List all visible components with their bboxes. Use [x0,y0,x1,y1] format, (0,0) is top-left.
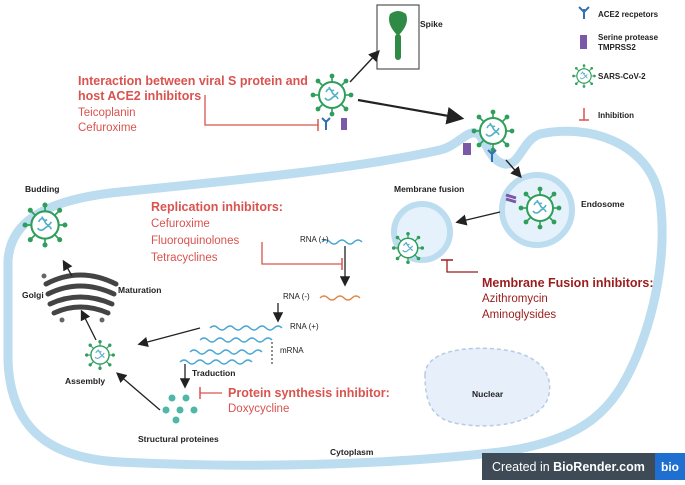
rna-positive-strands [179,325,283,365]
ace2-inhibitors-title-1: Interaction between viral S protein and [78,74,308,88]
rna-negative-strand [319,295,361,301]
endosome-tmprss2-icon [505,193,517,204]
protein-synthesis-title: Protein synthesis inhibitor: [228,386,390,400]
rna-positive-strand-1 [321,239,363,245]
fusion-virus-icon [391,231,425,265]
budding-virus-icon [21,201,69,249]
structural-proteins-icon [162,394,198,424]
legend-ace2-icon [578,6,590,19]
rna-plus-label-1: RNA (+) [300,235,329,244]
entry-ace2-icon [487,149,497,162]
entry-virus-icon [470,108,516,154]
golgi-label: Golgi [22,290,44,300]
assembly-label: Assembly [65,376,106,386]
assembly-virus-icon [84,339,116,371]
ace2-drug-2: Cefuroxime [78,122,137,134]
ace2-inhibitors-title-2: host ACE2 inhibitors [78,89,202,103]
legend-tmprss2-label-1: Serine protease [598,33,659,42]
rna-minus-label: RNA (-) [283,292,310,301]
replication-inhibitors-title: Replication inhibitors: [151,200,283,214]
mrna-label: mRNA [280,346,304,355]
golgi-icon [43,272,119,316]
replication-drug-1: Cefuroxime [151,218,210,230]
fusion-inhibitors-title: Membrane Fusion inhibitors: [482,276,654,290]
nuclear-label: Nuclear [472,389,504,399]
legend-ace2-label: ACE2 recpetors [598,10,659,19]
rna-plus-label-2: RNA (+) [290,322,319,331]
legend-tmprss2-label-2: TMPRSS2 [598,43,636,52]
nucleus [424,347,551,427]
structural-proteins-label: Structural proteines [138,434,219,444]
legend-virus-label: SARS-CoV-2 [598,72,646,81]
cell-membrane [3,126,667,470]
replication-drug-2: Fluoroquinolones [151,235,240,247]
biorender-watermark[interactable]: Created in BioRender.com bio [482,453,685,480]
protein-synthesis-drug-1: Doxycycline [228,403,290,415]
watermark-brand: BioRender.com [553,459,645,474]
watermark-prefix: Created in [492,459,554,474]
membrane-fusion-label: Membrane fusion [394,184,465,194]
endosome-label: Endosome [581,199,625,209]
entry-tmprss2-icon [463,143,471,155]
top-ace2-icon [321,117,331,130]
legend-inhibition-label: Inhibition [598,111,634,120]
spike-label: Spike [420,19,443,29]
fusion-drug-1: Azithromycin [482,293,548,305]
replication-drug-3: Tetracyclines [151,252,218,264]
legend-tmprss2-icon [580,35,587,49]
spike-protein-icon [389,11,407,60]
biorender-logo-icon: bio [655,453,685,480]
ace2-drug-1: Teicoplanin [78,107,136,119]
top-tmprss2-icon [341,118,347,130]
legend-inhibition-icon [579,108,589,121]
legend-virus-icon [571,63,597,89]
fusion-drug-2: Aminoglysides [482,309,557,321]
watermark-text: Created in BioRender.com [482,460,645,474]
traduction-label: Traduction [192,368,236,378]
cytoplasm-label: Cytoplasm [330,447,374,457]
top-virus-icon [309,72,355,118]
maturation-label: Maturation [118,285,162,295]
endosome-virus-icon [517,185,563,231]
budding-label: Budding [25,184,60,194]
